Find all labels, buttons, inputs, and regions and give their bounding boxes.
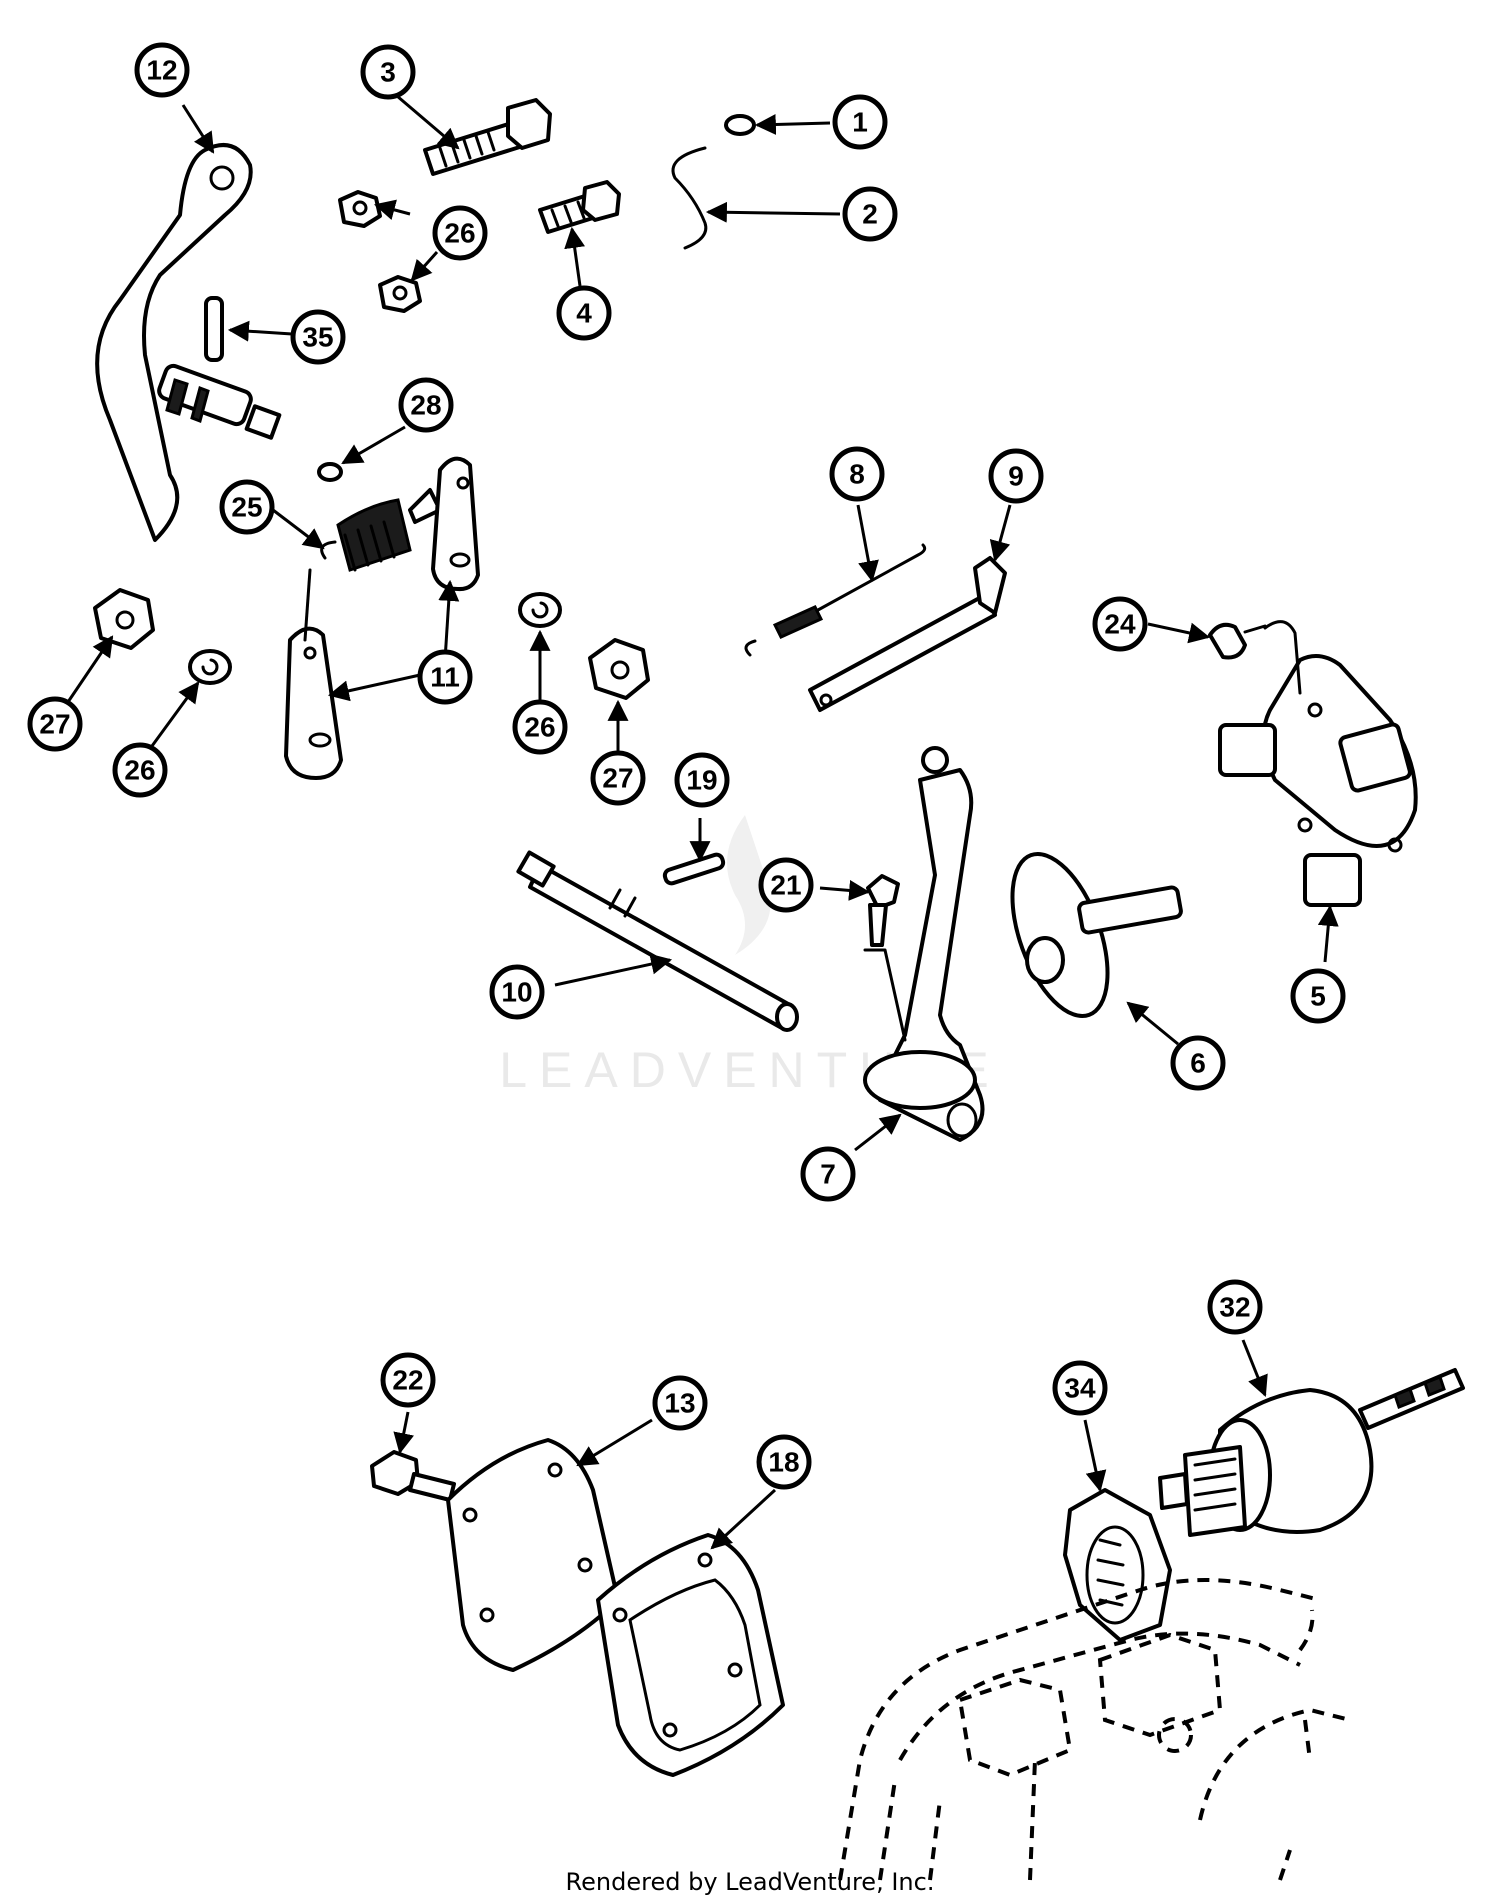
callout-21: 24 bbox=[1092, 596, 1148, 652]
callout-26-left: 26 bbox=[112, 742, 168, 798]
svg-text:10: 10 bbox=[501, 977, 532, 1008]
svg-text:3: 3 bbox=[380, 57, 396, 88]
callout-11: 11 bbox=[417, 649, 473, 705]
part-3-bolt bbox=[423, 98, 552, 176]
part-8-spring-link bbox=[744, 543, 927, 657]
part-1-cap bbox=[724, 114, 756, 136]
part-18-gasket bbox=[596, 1533, 785, 1777]
callout-24: 21 bbox=[758, 857, 814, 913]
callout-1: 1 bbox=[832, 94, 888, 150]
part-27-nut-left bbox=[93, 588, 155, 650]
svg-text:19: 19 bbox=[686, 765, 717, 796]
svg-text:26: 26 bbox=[524, 712, 555, 743]
leader-lines bbox=[66, 94, 1339, 1550]
svg-text:11: 11 bbox=[430, 662, 460, 693]
svg-text:8: 8 bbox=[849, 459, 865, 490]
footer-credit: Rendered by LeadVenture, Inc. bbox=[565, 1868, 935, 1896]
svg-text:2: 2 bbox=[862, 199, 878, 230]
svg-text:27: 27 bbox=[39, 709, 70, 740]
callout-3: 3 bbox=[360, 44, 416, 100]
part-24-set-screw bbox=[866, 874, 900, 947]
callout-10: 10 bbox=[489, 964, 545, 1020]
part-2-wire-clip bbox=[671, 146, 708, 250]
svg-text:22: 22 bbox=[392, 1365, 423, 1396]
callout-34: 34 bbox=[1052, 1360, 1108, 1416]
part-26-washer-mid bbox=[518, 592, 562, 628]
callout-18: 18 bbox=[756, 1434, 812, 1490]
svg-text:21: 21 bbox=[770, 870, 801, 901]
callout-12: 12 bbox=[134, 42, 190, 98]
part-11-levers bbox=[284, 456, 480, 780]
callout-7: 7 bbox=[800, 1146, 856, 1202]
svg-text:9: 9 bbox=[1008, 461, 1024, 492]
part-27-nut-mid bbox=[588, 638, 650, 700]
callout-13: 13 bbox=[652, 1375, 708, 1431]
part-7-governor-arm bbox=[863, 746, 985, 1142]
svg-text:27: 27 bbox=[602, 763, 633, 794]
part-26-washer-left bbox=[188, 649, 232, 685]
svg-text:25: 25 bbox=[231, 492, 262, 523]
callout-9: 9 bbox=[988, 448, 1044, 504]
callout-22: 22 bbox=[380, 1352, 436, 1408]
svg-text:4: 4 bbox=[576, 298, 592, 329]
callout-4: 4 bbox=[556, 285, 612, 341]
part-34-jam-nut bbox=[1063, 1488, 1172, 1642]
svg-text:35: 35 bbox=[302, 322, 333, 353]
callout-19: 19 bbox=[674, 752, 730, 808]
callout-6: 6 bbox=[1170, 1035, 1226, 1091]
part-25-hex-nuts bbox=[338, 190, 422, 313]
svg-text:26: 26 bbox=[124, 755, 155, 786]
svg-text:5: 5 bbox=[1310, 981, 1326, 1012]
svg-text:13: 13 bbox=[664, 1388, 695, 1419]
part-13-cover-plate bbox=[446, 1438, 620, 1672]
part-22-screw bbox=[370, 1450, 456, 1502]
callout-8: 8 bbox=[829, 446, 885, 502]
svg-text:34: 34 bbox=[1064, 1373, 1096, 1404]
part-35-roll-pin bbox=[204, 296, 224, 362]
part-4-bolt bbox=[538, 180, 621, 234]
svg-text:12: 12 bbox=[146, 55, 177, 86]
svg-text:7: 7 bbox=[820, 1159, 836, 1190]
part-5-solenoid-assembly bbox=[1218, 620, 1418, 907]
svg-text:6: 6 bbox=[1190, 1048, 1206, 1079]
part-19-pin bbox=[662, 852, 726, 886]
part-20-spring bbox=[320, 488, 442, 572]
callout-28: 28 bbox=[398, 377, 454, 433]
svg-text:1: 1 bbox=[852, 107, 868, 138]
svg-text:32: 32 bbox=[1219, 1292, 1250, 1323]
callout-27-left: 27 bbox=[27, 696, 83, 752]
part-21-screw bbox=[1208, 622, 1267, 660]
svg-text:24: 24 bbox=[1104, 609, 1136, 640]
svg-text:26: 26 bbox=[444, 218, 475, 249]
part-32-solenoid bbox=[1158, 1368, 1465, 1537]
callout-26-mid: 26 bbox=[512, 699, 568, 755]
callout-27-mid: 27 bbox=[590, 750, 646, 806]
svg-text:28: 28 bbox=[410, 390, 441, 421]
callout-25: 26 bbox=[432, 205, 488, 261]
part-28-ring bbox=[317, 462, 343, 482]
callout-2: 2 bbox=[842, 186, 898, 242]
part-10-shaft bbox=[516, 850, 799, 1032]
engine-block-outline bbox=[838, 1578, 1351, 1881]
part-12-throttle-arm bbox=[95, 143, 282, 542]
callout-35: 35 bbox=[290, 309, 346, 365]
part-6-disc bbox=[1010, 851, 1183, 1019]
part-9-link-bar bbox=[808, 556, 1007, 712]
callout-32: 32 bbox=[1207, 1279, 1263, 1335]
callout-20: 25 bbox=[219, 479, 275, 535]
callout-5: 5 bbox=[1290, 968, 1346, 1024]
svg-text:18: 18 bbox=[768, 1447, 799, 1478]
